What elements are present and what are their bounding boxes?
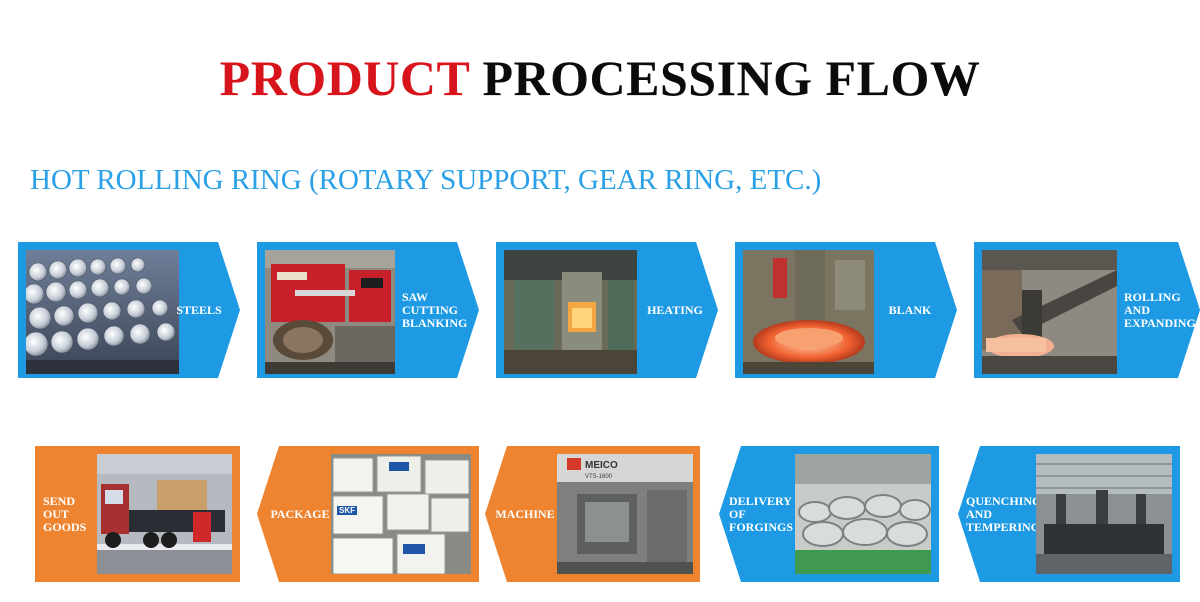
forgings-warehouse-photo [795, 454, 931, 574]
step-label: BLANK [888, 302, 932, 317]
step-saw-cutting-blanking: SAW CUTTING BLANKING [257, 242, 479, 378]
page-title: PRODUCT PROCESSING FLOW [0, 50, 1200, 106]
step-label: MACHINE [495, 506, 555, 521]
step-blank: BLANK [735, 242, 957, 378]
step-steels: STEELS [18, 242, 240, 378]
step-quenching-and-tempering: QUENCHING AND TEMPERING [958, 446, 1180, 582]
skf-logo: SKF [339, 506, 355, 515]
step-rolling-and-expanding: ROLLING AND EXPANDING [974, 242, 1200, 378]
step-label: SAW CUTTING BLANKING [402, 289, 468, 330]
step-machine: MACHINE MEICO VTS-1600 [485, 446, 700, 582]
skf-boxes-photo: SKF [331, 454, 471, 574]
step-label: STEELS [176, 302, 222, 317]
band-saw-machine-photo [265, 250, 395, 374]
step-label: HEATING [647, 302, 703, 317]
step-label: ROLLING AND EXPANDING [1124, 289, 1196, 330]
cnc-lathe-photo: MEICO VTS-1600 [557, 454, 693, 574]
steel-bars-photo [26, 250, 179, 374]
step-delivery-of-forgings: DELIVERY OF FORGINGS [719, 446, 939, 582]
meico-logo: MEICO [585, 460, 618, 471]
title-rest: PROCESSING FLOW [482, 50, 981, 106]
title-highlight: PRODUCT [219, 50, 470, 106]
machine-model: VTS-1600 [585, 474, 613, 480]
hot-blank-ring-photo [743, 250, 874, 374]
step-label: QUENCHING AND TEMPERING [966, 493, 1042, 534]
step-label: PACKAGE [270, 506, 330, 521]
step-send-out-goods: SEND OUT GOODS [35, 446, 240, 582]
truck-loading-photo [97, 454, 232, 574]
furnace-photo [504, 250, 637, 374]
step-heating: HEATING [496, 242, 718, 378]
step-package: PACKAGE SKF [257, 446, 479, 582]
step-label: DELIVERY OF FORGINGS [729, 493, 794, 534]
ring-rolling-mill-photo [982, 250, 1117, 374]
process-subtitle: HOT ROLLING RING (ROTARY SUPPORT, GEAR R… [30, 164, 822, 196]
step-label: SEND OUT GOODS [43, 493, 87, 534]
quench-tank-photo [1036, 454, 1172, 574]
